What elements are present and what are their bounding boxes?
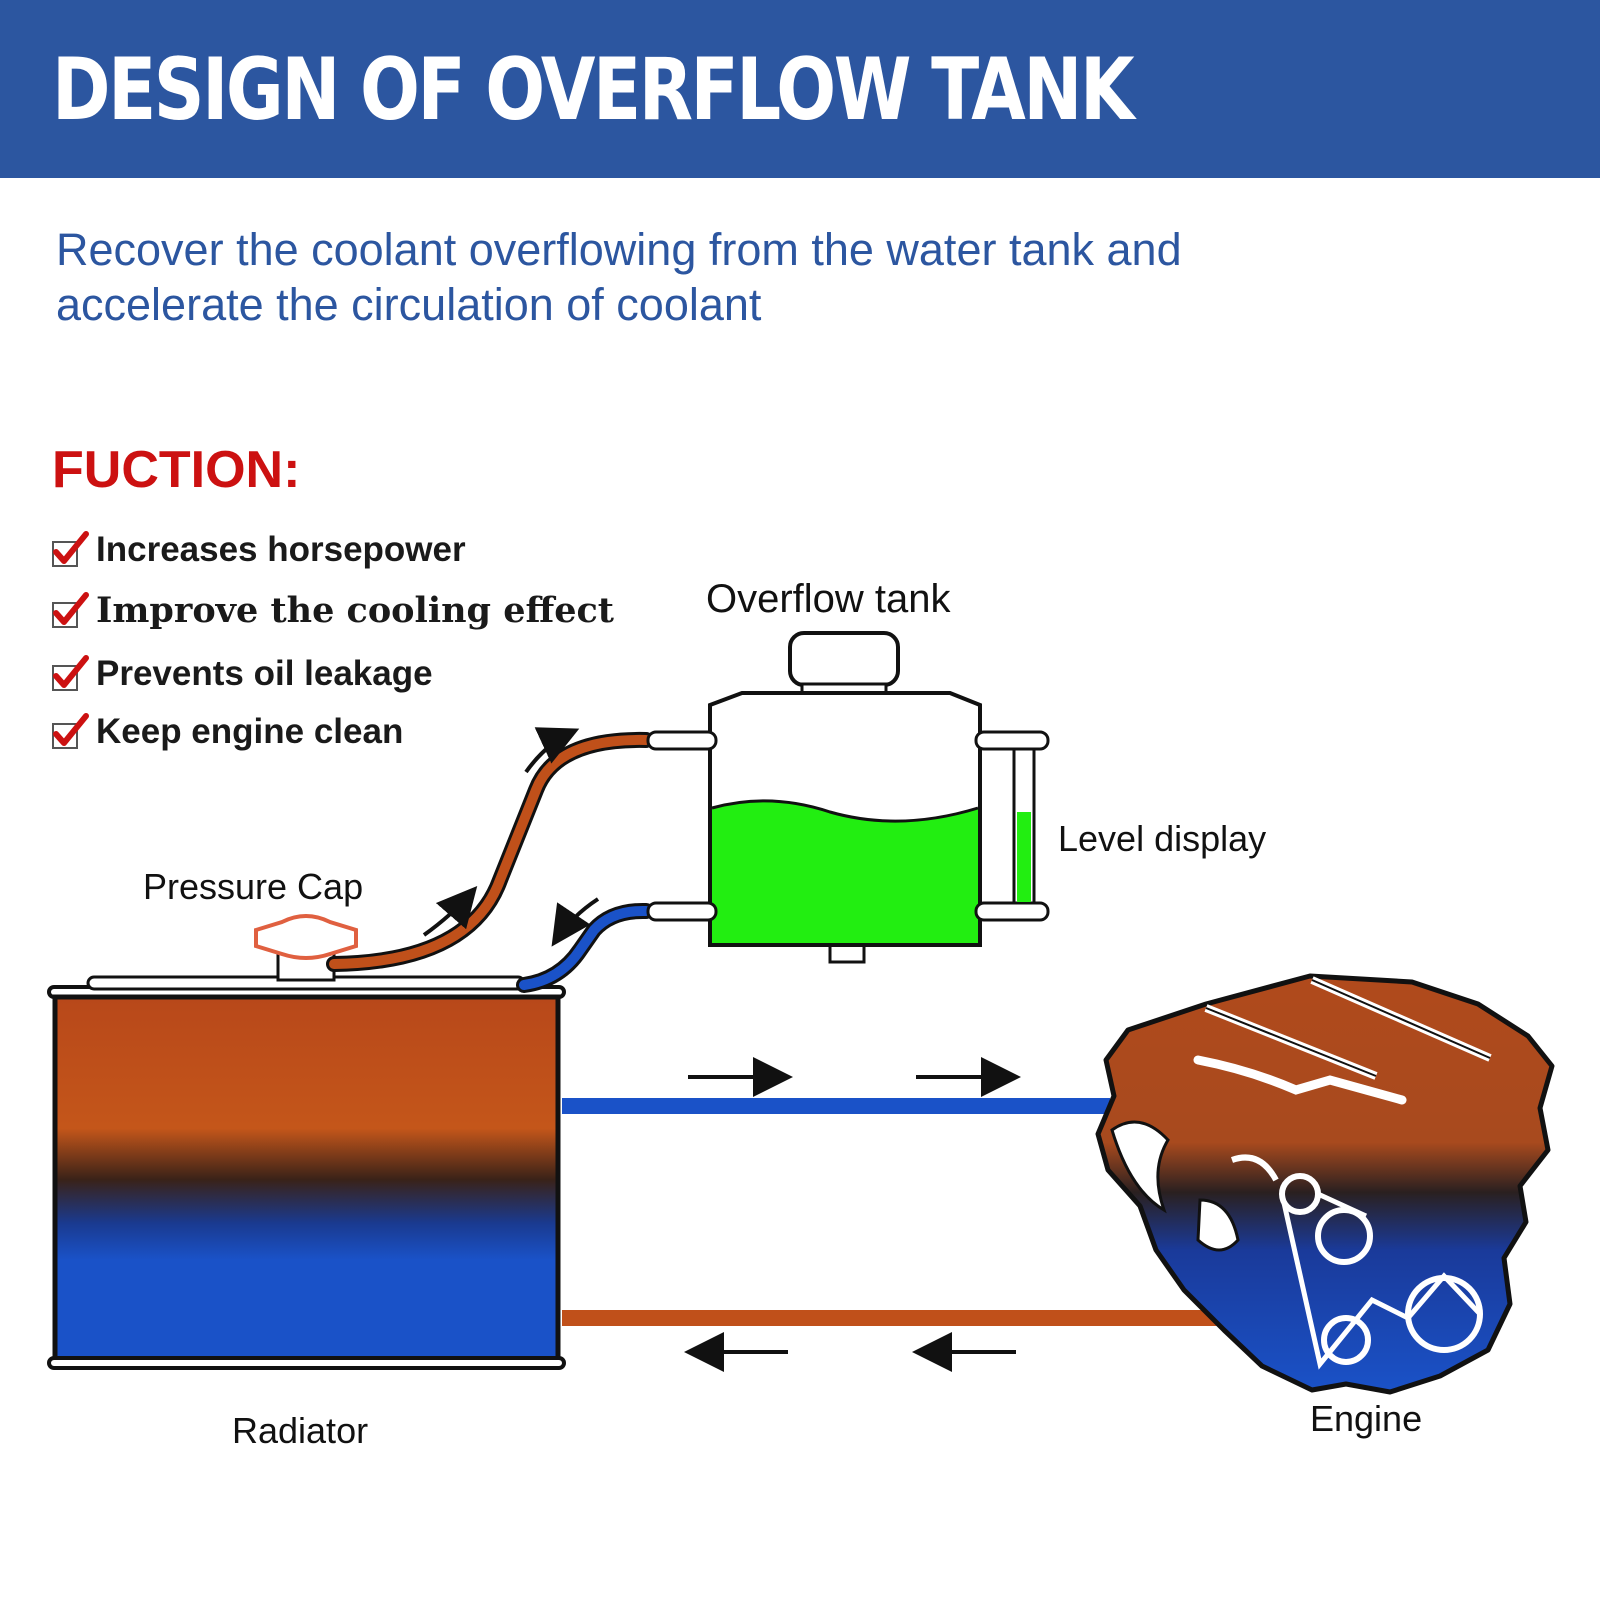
page-title: DESIGN OF OVERFLOW TANK — [52, 40, 1135, 140]
overflow-tank-label: Overflow tank — [706, 577, 951, 621]
flow-arrow-icon — [524, 727, 580, 774]
header-banner: DESIGN OF OVERFLOW TANK — [0, 0, 1600, 178]
feature-label: Improve the cooling effect — [96, 590, 614, 631]
feature-item: Improve the cooling effect — [50, 590, 614, 631]
subtitle-line-1: Recover the coolant overflowing from the… — [56, 224, 1182, 275]
hot-pipe — [562, 1310, 1222, 1326]
pressure-cap-label: Pressure Cap — [143, 866, 364, 907]
radiator-label: Radiator — [232, 1410, 369, 1451]
flow-arrow-icon — [422, 885, 478, 937]
feature-item: Increases horsepower — [50, 530, 466, 570]
checkmark-icon — [52, 713, 89, 749]
subtitle: Recover the coolant overflowing from the… — [56, 222, 1356, 332]
engine — [1095, 973, 1555, 1395]
checkmark-icon — [52, 591, 89, 628]
tank-coolant — [712, 800, 978, 943]
pressure-cap — [254, 914, 358, 982]
feature-label: Increases horsepower — [96, 530, 466, 569]
function-heading: FUCTION: — [52, 441, 301, 499]
feature-label: Keep engine clean — [96, 712, 404, 751]
feature-item: Keep engine clean — [50, 712, 403, 752]
level-indicator — [1017, 812, 1031, 902]
checkmark-icon — [52, 531, 89, 567]
subtitle-line-2: accelerate the circulation of coolant — [56, 279, 762, 330]
cold-pipe — [562, 1098, 1110, 1114]
level-display-label: Level display — [1058, 818, 1267, 859]
overflow-tank — [646, 631, 1050, 964]
checkmark-icon — [52, 655, 89, 691]
feature-item: Prevents oil leakage — [50, 654, 433, 694]
radiator — [47, 975, 566, 1370]
flow-arrow-icon — [551, 897, 600, 947]
feature-label: Prevents oil leakage — [96, 654, 433, 693]
engine-label: Engine — [1310, 1398, 1423, 1439]
